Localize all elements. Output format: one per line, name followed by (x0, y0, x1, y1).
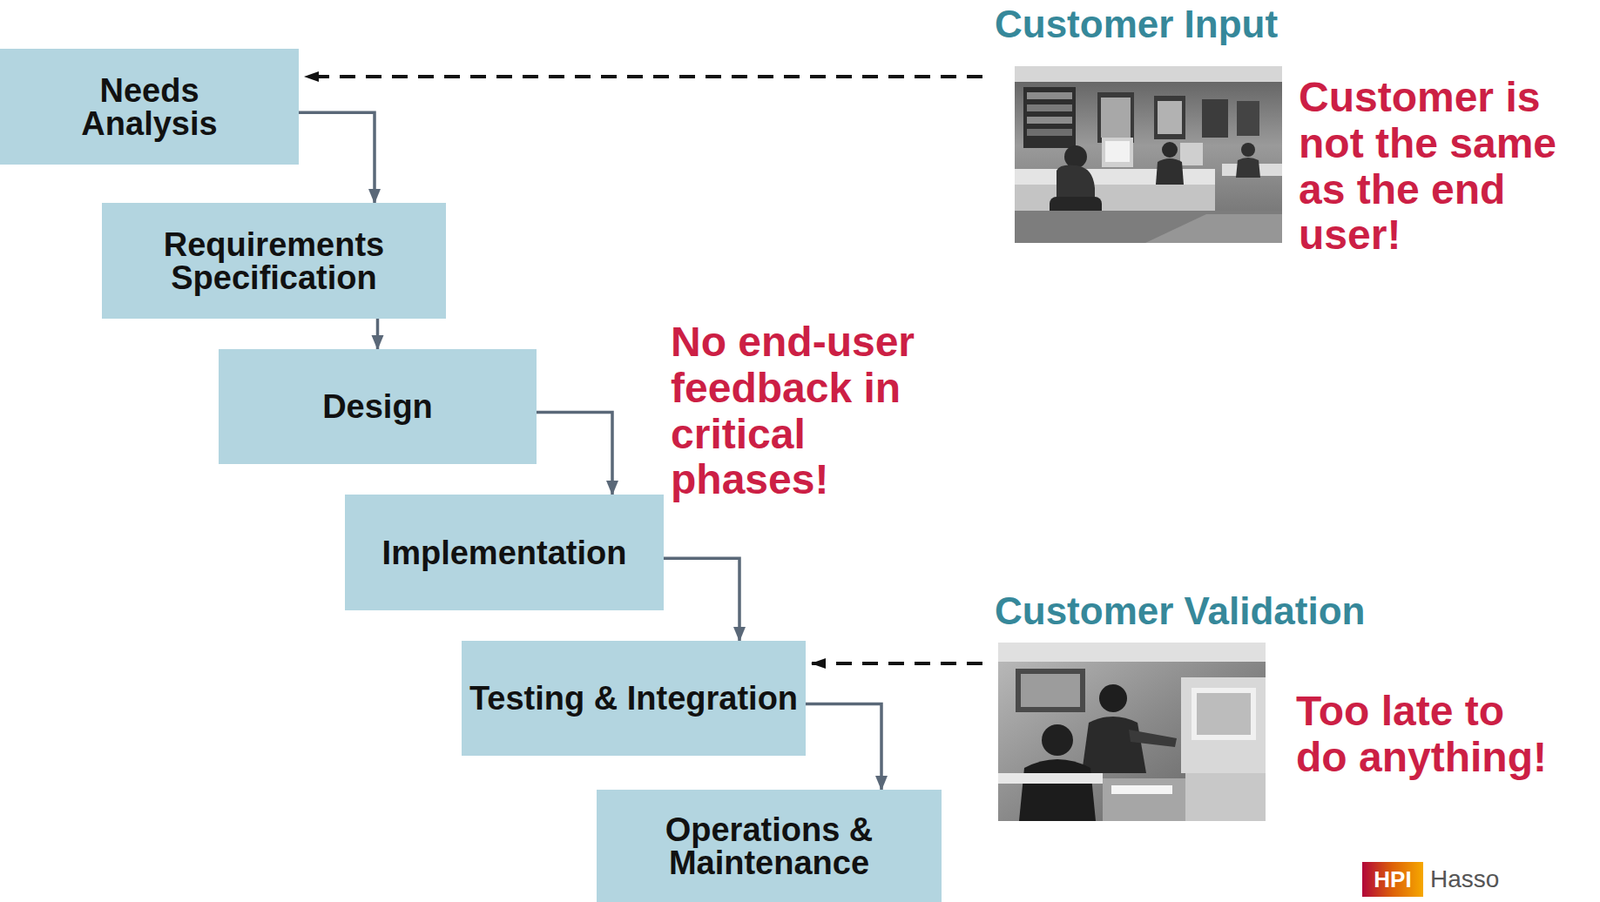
box-label: Testing & Integration (469, 681, 798, 716)
warning-note: Too late to do anything! (1296, 688, 1558, 782)
process-box: Design (218, 349, 537, 465)
office-photo (998, 642, 1266, 822)
warning-note: No end-user feedback in critical phases! (670, 319, 950, 504)
drawing-part (1128, 729, 1177, 748)
flow-arrow (536, 412, 613, 495)
drawing-part (1026, 116, 1073, 124)
feedback-arrow (304, 74, 983, 79)
photo-callout: Customer Input (994, 3, 1291, 244)
box-label: Design (322, 390, 433, 424)
box-label: Implementation (382, 536, 628, 570)
drawing-part (1111, 785, 1173, 795)
logo-mark: HPI (1362, 862, 1424, 898)
process-box: Needs Analysis (0, 48, 299, 165)
drawing-part (1201, 99, 1229, 138)
drawing-part (1180, 142, 1203, 166)
drawing-part (1155, 158, 1184, 185)
drawing-part (1181, 677, 1266, 774)
drawing-part (1014, 66, 1283, 244)
drawing-part (1020, 674, 1081, 708)
drawing-part (1161, 141, 1178, 158)
process-box: Testing & Integration (461, 641, 806, 757)
logo-text: Hasso (1430, 862, 1499, 898)
drawing-part (1196, 693, 1251, 736)
process-box: Implementation (344, 494, 664, 611)
drawing-part (1102, 778, 1186, 822)
drawing-part (1097, 92, 1135, 143)
drawing-part (1026, 104, 1073, 112)
drawing-part (1041, 724, 1074, 757)
drawing-part (1014, 66, 1283, 82)
drawing-part (1014, 210, 1283, 244)
drawing-part (1236, 101, 1260, 136)
flow-arrow (663, 558, 740, 642)
box-label: Operations & Maintenance (596, 813, 942, 880)
drawing-part (1101, 137, 1134, 168)
callout-heading: Customer Input (994, 3, 1291, 46)
drawing-part (1026, 128, 1073, 136)
drawing-part (1100, 97, 1131, 138)
drawing-part (998, 642, 1266, 822)
drawing-part (1015, 668, 1086, 713)
drawing-part (1026, 92, 1073, 100)
drawing-part (1019, 759, 1096, 822)
drawing-part (1157, 101, 1182, 135)
drawing-part (1064, 145, 1087, 169)
drawing-part (1235, 157, 1261, 178)
drawing-part (1241, 142, 1256, 157)
drawing-part (1185, 773, 1266, 822)
drawing-part (1099, 684, 1128, 713)
drawing-part (1014, 168, 1216, 185)
drawing-part (1081, 716, 1147, 774)
office-photo (1014, 66, 1283, 244)
box-label: Needs Analysis (36, 74, 264, 141)
warning-note: Customer is not the same as the end user… (1298, 74, 1578, 259)
feedback-arrow (811, 661, 983, 666)
drawing-part (998, 642, 1266, 662)
drawing-part (1023, 87, 1076, 149)
drawing-part (1154, 95, 1186, 140)
flow-arrow (805, 704, 882, 790)
flow-arrow (298, 112, 375, 203)
drawing-part (1014, 184, 1216, 211)
drawing-part (1145, 214, 1283, 244)
box-label: Requirements Specification (101, 228, 446, 295)
process-box: Requirements Specification (101, 202, 446, 319)
process-box: Operations & Maintenance (596, 789, 942, 902)
drawing-part (1105, 141, 1130, 163)
drawing-part (1191, 688, 1256, 741)
drawing-part (998, 773, 1103, 784)
callout-heading: Customer Validation (994, 590, 1439, 633)
